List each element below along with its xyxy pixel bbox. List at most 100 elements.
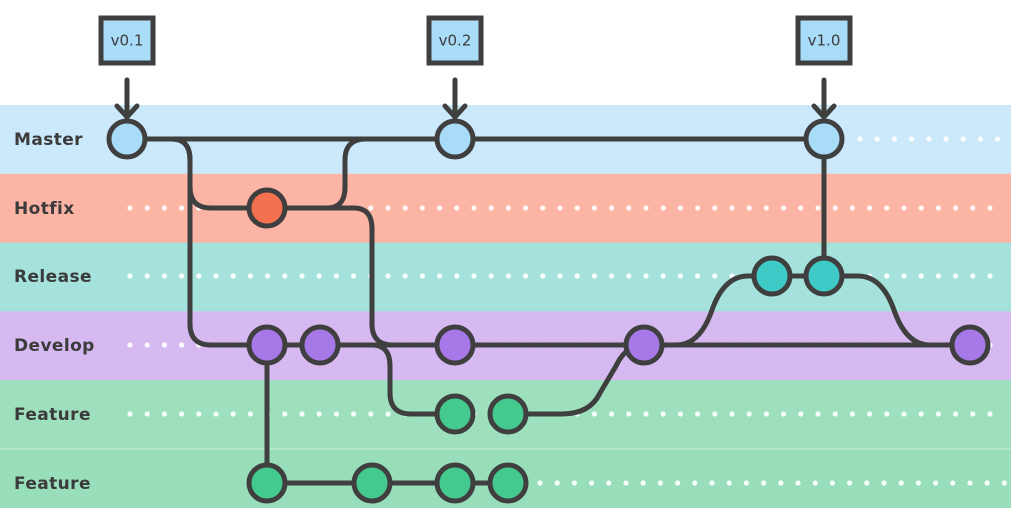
- lane-dot: [643, 273, 649, 279]
- lane-dot: [609, 273, 615, 279]
- lane-dot: [695, 205, 701, 211]
- branch-edge-master-to-develop: [157, 136, 252, 348]
- tag-label: v1.0: [808, 32, 841, 50]
- lane-dot: [918, 273, 924, 279]
- commit-node-f2c[interactable]: [434, 462, 476, 504]
- commit-node-f2b[interactable]: [351, 462, 393, 504]
- lane-dot: [589, 480, 595, 486]
- lane-dot: [213, 273, 219, 279]
- lane-dot: [953, 273, 959, 279]
- lane-dot: [829, 480, 836, 486]
- lane-dot: [798, 411, 804, 417]
- lane-dot: [505, 205, 511, 211]
- lane-dot: [692, 480, 698, 486]
- lane-dot: [901, 411, 907, 417]
- lane-dot: [1001, 480, 1008, 486]
- lane-dot: [970, 411, 976, 417]
- commit-node-m3[interactable]: [803, 118, 845, 160]
- version-tag-v0-2[interactable]: v0.2: [426, 15, 484, 120]
- lane-dot: [127, 205, 133, 211]
- lane-dots-master: [857, 136, 1001, 142]
- lane-dot: [884, 273, 890, 279]
- lane-dot: [127, 273, 133, 279]
- commit-node-r2[interactable]: [803, 255, 845, 297]
- lane-dot: [316, 411, 322, 417]
- commit-node-d4[interactable]: [623, 324, 665, 366]
- lane-dot: [926, 136, 932, 142]
- lane-dot: [557, 273, 563, 279]
- lane-dot: [712, 273, 718, 279]
- lane-dot: [402, 205, 408, 211]
- lane-dot: [609, 411, 615, 417]
- lane-dot: [918, 205, 924, 211]
- lane-dot: [454, 273, 460, 279]
- lane-dot: [874, 136, 880, 142]
- lane-dot: [144, 205, 150, 211]
- lane-dot: [488, 273, 494, 279]
- lane-dot: [935, 205, 942, 211]
- commit-node-f1a[interactable]: [434, 393, 476, 435]
- lane-dot: [984, 480, 990, 486]
- lane-dot: [419, 273, 425, 279]
- lane-dot: [743, 480, 750, 486]
- lane-dot: [987, 411, 993, 417]
- commit-node-f2d[interactable]: [487, 462, 529, 504]
- version-tag-v1-0[interactable]: v1.0: [795, 15, 853, 120]
- commit-node-d5[interactable]: [949, 324, 991, 366]
- lane-dot: [537, 480, 543, 486]
- lane-dot: [161, 342, 167, 348]
- commit-node-d3[interactable]: [434, 324, 476, 366]
- lane-dot: [144, 411, 150, 417]
- lane-dot: [179, 342, 185, 348]
- lane-bands-group: [0, 105, 1011, 508]
- lane-dot: [351, 411, 357, 417]
- lane-dot: [953, 411, 959, 417]
- lane-dot: [849, 411, 856, 417]
- lane-dot: [832, 411, 838, 417]
- lane-dot: [196, 273, 202, 279]
- commit-node-m2[interactable]: [434, 118, 476, 160]
- lane-dot: [127, 342, 133, 348]
- commit-node-f1b[interactable]: [487, 393, 529, 435]
- lane-dot: [746, 205, 752, 211]
- lane-dot: [763, 205, 770, 211]
- commit-node-f2a[interactable]: [246, 462, 288, 504]
- lane-dot: [798, 205, 804, 211]
- lane-dot: [471, 205, 477, 211]
- commit-node-h1[interactable]: [246, 187, 288, 229]
- lane-dot: [626, 273, 632, 279]
- version-tags-group: v0.1 v0.2 v1.0: [98, 15, 853, 120]
- lane-dot: [709, 480, 715, 486]
- lane-dot: [781, 205, 787, 211]
- lane-dot: [265, 273, 271, 279]
- commit-node-d2[interactable]: [299, 324, 341, 366]
- tag-label: v0.2: [439, 32, 472, 50]
- lane-dot: [540, 205, 546, 211]
- lane-dot: [660, 411, 666, 417]
- lane-dot: [623, 480, 629, 486]
- lane-dot: [815, 205, 821, 211]
- lane-dot: [606, 480, 612, 486]
- lane-dot: [950, 480, 956, 486]
- lane-label-master: Master: [14, 130, 83, 150]
- lane-dot: [677, 273, 684, 279]
- commit-node-d1[interactable]: [246, 324, 288, 366]
- branch-edges-group: [124, 136, 973, 486]
- version-tag-v0-1[interactable]: v0.1: [98, 15, 156, 120]
- lane-dot: [471, 273, 477, 279]
- lane-dots-feature2: [537, 480, 1008, 486]
- tag-box: [98, 15, 156, 66]
- lane-label-develop: Develop: [14, 336, 95, 356]
- lane-dot: [437, 273, 443, 279]
- lane-dot: [333, 273, 339, 279]
- lane-dot: [247, 411, 253, 417]
- commit-node-m1[interactable]: [106, 118, 148, 160]
- commit-node-r1[interactable]: [751, 255, 793, 297]
- lane-dot: [712, 205, 718, 211]
- lane-dot: [857, 136, 863, 142]
- lane-dot: [368, 411, 374, 417]
- lane-dot: [815, 411, 821, 417]
- lane-label-release: Release: [14, 267, 92, 287]
- lane-dot: [626, 205, 632, 211]
